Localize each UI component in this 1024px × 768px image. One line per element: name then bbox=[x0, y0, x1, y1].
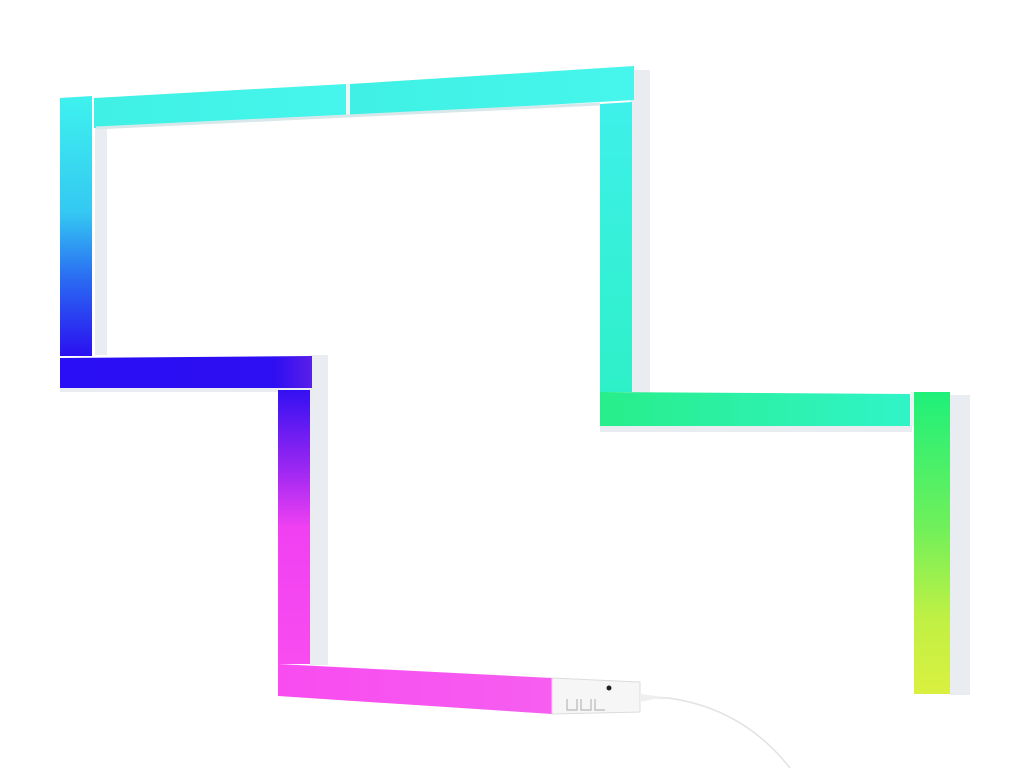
power-cable bbox=[640, 697, 791, 768]
bar-middle-left-horizontal bbox=[60, 356, 312, 388]
bar-top-right bbox=[350, 66, 634, 116]
controller-box[interactable] bbox=[551, 677, 641, 715]
controller-buttons bbox=[566, 699, 605, 711]
bar-housings bbox=[60, 70, 970, 695]
controller-indicator-dot bbox=[606, 685, 612, 691]
bar-far-right-vertical bbox=[914, 392, 950, 694]
bar-right-vertical bbox=[600, 102, 632, 392]
bar-left-vertical bbox=[60, 96, 92, 356]
bar-right-horizontal bbox=[600, 392, 910, 426]
bar-center-vertical bbox=[278, 390, 310, 664]
bar-top-left bbox=[94, 84, 346, 128]
bar-bottom-horizontal bbox=[278, 664, 552, 714]
